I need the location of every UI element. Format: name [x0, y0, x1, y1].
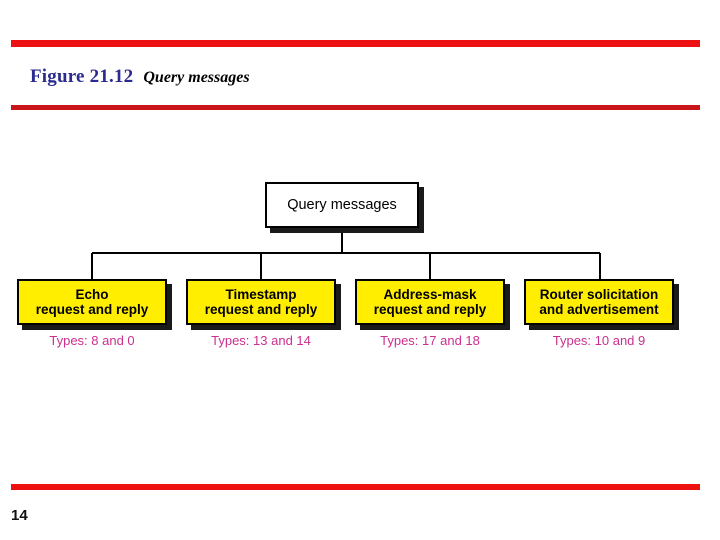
node-echo-text: Echo request and reply: [36, 287, 149, 317]
types-label-router-solicitation: Types: 10 and 9: [552, 333, 646, 348]
query-messages-tree-diagram: Query messages Echo request and reply Ti…: [0, 160, 720, 370]
types-label-echo: Types: 8 and 0: [49, 333, 135, 348]
node-echo-line2: request and reply: [35, 302, 149, 317]
node-address-mask[interactable]: Address-mask request and reply: [355, 279, 505, 325]
node-root-label: Query messages: [287, 196, 397, 213]
types-label-timestamp: Types: 13 and 14: [211, 333, 311, 348]
caption-underline-rule: [11, 105, 700, 110]
figure-number: Figure 21.12: [30, 66, 134, 87]
figure-caption: Figure 21.12 Query messages: [30, 66, 250, 88]
node-timestamp-line1: Timestamp: [225, 286, 297, 302]
top-red-rule: [11, 40, 700, 47]
types-label-address-mask: Types: 17 and 18: [380, 333, 480, 348]
figure-title: Query messages: [143, 69, 250, 86]
bottom-red-rule: [11, 484, 700, 490]
node-echo-line1: Echo: [75, 286, 109, 302]
node-router-solicitation[interactable]: Router solicitation and advertisement: [524, 279, 674, 325]
node-timestamp[interactable]: Timestamp request and reply: [186, 279, 336, 325]
node-timestamp-text: Timestamp request and reply: [205, 287, 318, 317]
node-query-messages[interactable]: Query messages: [265, 182, 419, 228]
node-router-solicitation-text: Router solicitation and advertisement: [539, 287, 658, 317]
node-router-solicitation-line2: and advertisement: [539, 302, 659, 317]
page-number: 14: [11, 507, 28, 524]
node-timestamp-line2: request and reply: [204, 302, 318, 317]
node-echo[interactable]: Echo request and reply: [17, 279, 167, 325]
node-address-mask-text: Address-mask request and reply: [374, 287, 487, 317]
node-address-mask-line1: Address-mask: [383, 286, 477, 302]
node-router-solicitation-line1: Router solicitation: [539, 286, 659, 302]
tree-connector-lines: [91, 228, 601, 280]
node-address-mask-line2: request and reply: [373, 302, 487, 317]
